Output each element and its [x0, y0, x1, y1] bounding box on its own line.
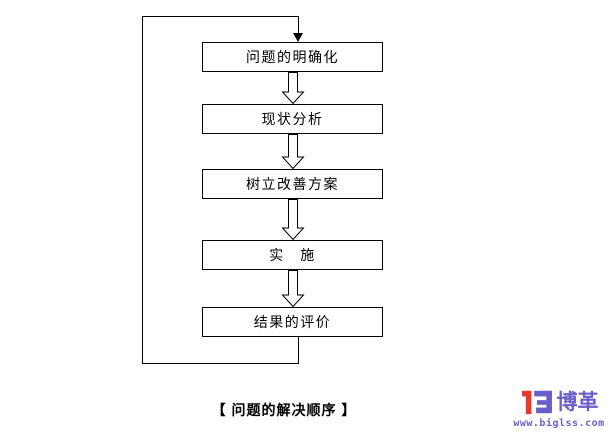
flow-box-label: 问题的明确化	[246, 49, 339, 65]
flow-box-label: 结果的评价	[253, 314, 332, 330]
block-arrow-down-icon	[281, 134, 305, 169]
block-arrow-down-icon	[281, 72, 305, 104]
flow-box-label: 现状分析	[261, 111, 324, 127]
feedback-loop-top-line	[142, 16, 299, 17]
flow-box-improvement-plan: 树立改善方案	[202, 169, 383, 199]
flow-box-result-evaluation: 结果的评价	[202, 307, 383, 337]
block-arrow-down-icon	[281, 270, 305, 307]
feedback-loop-entry-line	[298, 16, 299, 34]
biglss-logo-icon	[521, 390, 552, 415]
feedback-loop-exit-line	[298, 337, 299, 363]
flow-box-problem-clarification: 问题的明确化	[202, 42, 383, 72]
diagram-caption: 【 问题的解决顺序 】	[211, 402, 357, 418]
flow-box-implementation: 实 施	[202, 240, 383, 270]
brand-logo: 博革 www.biglss.com	[506, 388, 612, 429]
arrowhead-down-icon	[293, 33, 303, 42]
feedback-loop-left-line	[142, 16, 143, 363]
brand-name: 博革	[556, 390, 599, 414]
feedback-loop-bottom-line	[142, 363, 299, 364]
brand-url: www.biglss.com	[513, 418, 605, 429]
flow-box-label: 实 施	[269, 247, 316, 263]
flow-box-current-state-analysis: 现状分析	[202, 104, 383, 134]
flow-box-label: 树立改善方案	[246, 176, 339, 192]
block-arrow-down-icon	[281, 199, 305, 240]
